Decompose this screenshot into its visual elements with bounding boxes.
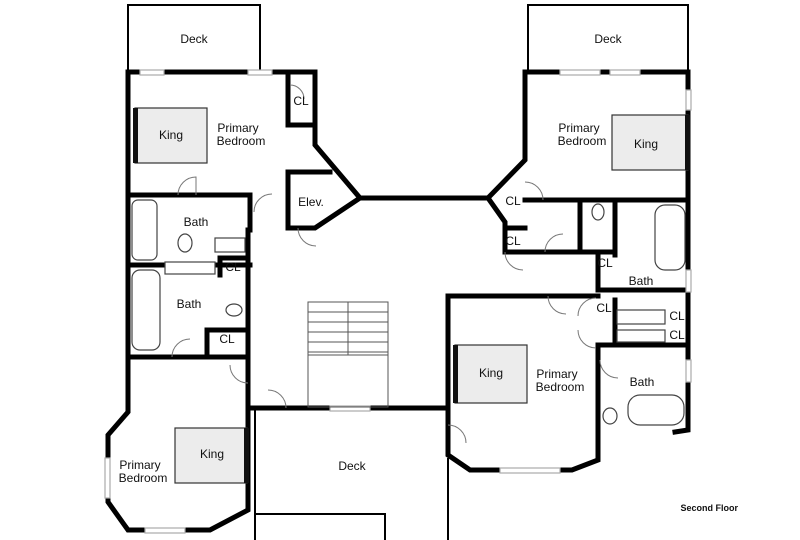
label-bath-3: Bath (629, 274, 654, 288)
bed-top-left (133, 107, 208, 164)
deck-top-right (527, 4, 689, 72)
bed-top-right (611, 114, 690, 171)
bed-center (453, 344, 528, 404)
label-cl-9: CL (669, 328, 685, 342)
label-cl-1: CL (293, 94, 309, 108)
label-bedroom-center: Bedroom (536, 380, 585, 394)
label-cl-3: CL (219, 332, 235, 346)
label-primary-bottom-left: Primary (119, 458, 160, 472)
deck-bottom (254, 408, 449, 540)
label-bedroom-bottom-left: Bedroom (119, 471, 168, 485)
label-king-bottom-left: King (200, 447, 224, 461)
label-bath-4: Bath (630, 375, 655, 389)
label-primary-top-left: Primary (217, 121, 258, 135)
label-king-top-left: King (159, 128, 183, 142)
label-king-top-right: King (634, 137, 658, 151)
label-primary-top-right: Primary (558, 121, 599, 135)
deck-top-left (127, 4, 261, 72)
label-bedroom-top-left: Bedroom (217, 134, 266, 148)
windows (104, 69, 692, 534)
label-bedroom-top-right: Bedroom (558, 134, 607, 148)
label-cl-8: CL (669, 309, 685, 323)
label-cl-4: CL (505, 194, 521, 208)
label-king-center: King (479, 366, 503, 380)
label-floor: Second Floor (680, 503, 738, 513)
label-elevator: Elev. (298, 195, 324, 209)
label-primary-center: Primary (536, 367, 577, 381)
bed-bottom-left (174, 427, 249, 484)
label-bath-2: Bath (177, 297, 202, 311)
room-labels: Deck Deck Deck King King King King Prima… (119, 32, 739, 513)
staircase (307, 301, 389, 408)
label-cl-5: CL (505, 234, 521, 248)
label-cl-7: CL (596, 301, 612, 315)
label-bath-1: Bath (184, 215, 209, 229)
label-cl-2: CL (225, 260, 241, 274)
label-deck-top-right: Deck (594, 32, 622, 46)
bath-fixtures (131, 199, 686, 426)
label-cl-6: CL (597, 256, 613, 270)
label-deck-top-left: Deck (180, 32, 208, 46)
doors (171, 84, 619, 444)
label-deck-bottom: Deck (338, 459, 366, 473)
